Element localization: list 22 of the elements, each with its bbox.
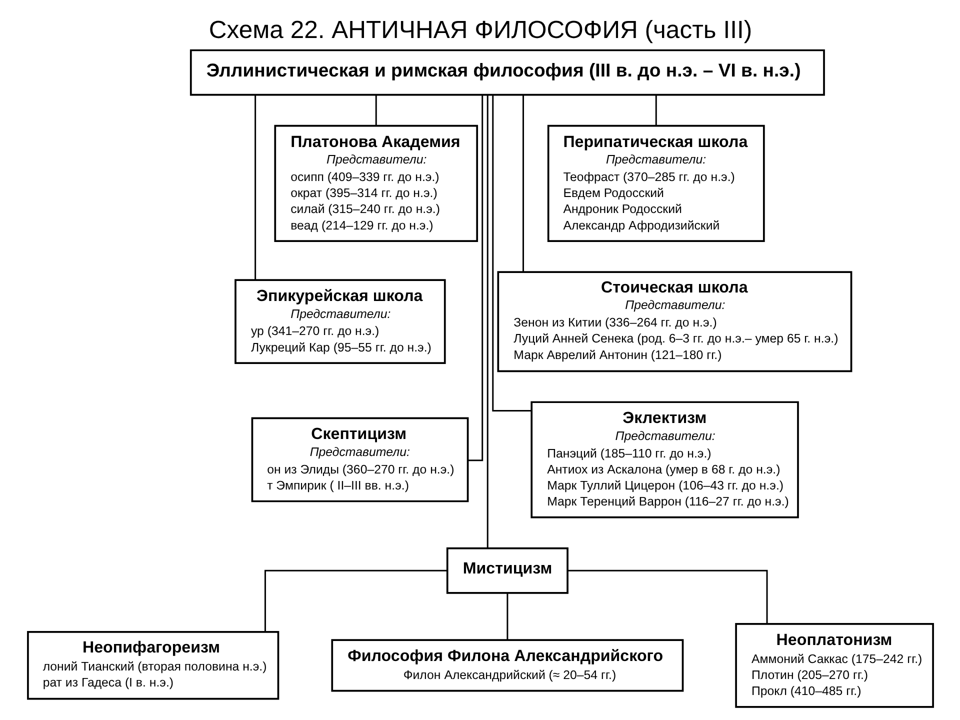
- node-box: Неопифагореизм лоний Тианский (вторая половина н.э.) рат из Гадеса (I в. н.э.): [26, 631, 279, 700]
- node-box: Неоплатонизм Аммоний Саккас (175–242 гг.) Плотин (205–270 гг.) Прокл (410–485 гг.): [734, 622, 934, 708]
- connector: [654, 95, 656, 126]
- connector: [374, 95, 376, 126]
- connector: [264, 570, 447, 632]
- connector: [486, 94, 488, 548]
- connector: [492, 95, 531, 412]
- node-box: Эллинистическая и римская философия (III в. до н.э. – VI в. н.э.): [189, 49, 824, 96]
- connector: [567, 570, 768, 624]
- node-box: Эпикурейская школа Представители: ур (341–270 гг. до н.э.) Лукреций Кар (95–55 гг. до н.э.): [234, 279, 446, 364]
- connector: [506, 593, 508, 640]
- node-box: Мистицизм: [446, 547, 568, 594]
- connector: [254, 95, 256, 280]
- node-box: Скептицизм Представители: он из Элиды (360–270 гг. до н.э.) т Эмпирик ( II–III вв. н.э.): [250, 417, 468, 502]
- node-box: Стоическая школа Представители: Зенон из Китии (336–264 гг. до н.э.) Луций Анней Сенека (род. 6–3 гг. до н.э.– умер 65 г. н.э.) Марк Аврелий Антонин (121–180 гг.): [496, 271, 852, 372]
- node-box: Платонова Академия Представители: осипп (409–339 гг. до н.э.) ократ (395–314 гг. до н.э.) силай (315–240 гг. до н.э.) веад (214–129 гг. до н.э.): [274, 124, 478, 242]
- diagram-title: Схема 22. АНТИЧНАЯ ФИЛОСОФИЯ (часть III): [208, 16, 752, 44]
- connector: [522, 95, 524, 272]
- node-box: Перипатическая школа Представители: Теофраст (370–285 гг. до н.э.) Евдем Родосский Андроник Родосский Александр Афродизийский: [546, 124, 764, 242]
- node-box: Эклектизм Представители: Панэций (185–110 гг. до н.э.) Антиох из Аскалона (умер в 68 г. до н.э.) Марк Туллий Цицерон (106–43 гг. до н.э.) Марк Теренций Варрон (116–27 гг. до н.э.): [530, 401, 798, 518]
- connector: [467, 95, 483, 462]
- node-box: Философия Филона Александрийского Филон Александрийский (≈ 20–54 гг.): [330, 639, 684, 692]
